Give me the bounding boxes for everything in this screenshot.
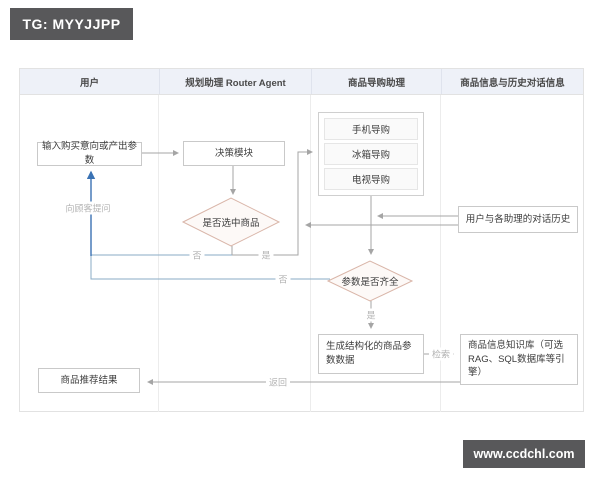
edge-label-search: 检索: [428, 347, 454, 361]
node-phone-guide: 手机导购: [324, 118, 418, 140]
edge-label-yes-select: 是: [258, 248, 274, 262]
edge-label-return: 返回: [265, 375, 291, 389]
node-gen-params: 生成结构化的商品参数数据: [318, 334, 424, 374]
lane-header-router-agent: 规划助理 Router Agent: [159, 69, 311, 94]
lane-divider: [310, 95, 311, 412]
node-tv-guide: 电视导购: [324, 168, 418, 190]
node-decision-module: 决策模块: [183, 141, 285, 166]
node-dialogue-history: 用户与各助理的对话历史: [458, 206, 578, 233]
diamond-params-check: [326, 260, 414, 302]
site-badge: www.ccdchl.com: [463, 440, 585, 468]
diamond-select-check: [181, 197, 281, 247]
tg-badge: TG: MYYJJPP: [10, 8, 133, 40]
edge-label-no-params: 否: [275, 272, 291, 286]
diamond-label-select-check: 是否选中商品: [202, 218, 260, 229]
diamond-label-params-check: 参数是否齐全: [341, 277, 399, 288]
node-user-input: 输入购买意向或产出参数: [37, 141, 142, 166]
lane-header-info-history: 商品信息与历史对话信息: [441, 69, 583, 94]
node-guides-container: 手机导购 冰箱导购 电视导购: [318, 112, 424, 196]
node-knowledge-base: 商品信息知识库（可选RAG、SQL数据库等引擎）: [460, 334, 578, 385]
lane-divider: [440, 95, 441, 412]
lane-header-guide-assistant: 商品导购助理: [311, 69, 441, 94]
lane-header-user: 用户: [79, 77, 99, 89]
node-fridge-guide: 冰箱导购: [324, 143, 418, 165]
edge-label-ask-customer: 向顾客提问: [62, 201, 114, 215]
lane-header-row: 用户 规划助理 Router Agent 商品导购助理 商品信息与历史对话信息: [19, 68, 584, 95]
edge-no-params-feedback: [90, 255, 330, 280]
node-result: 商品推荐结果: [38, 368, 140, 393]
edge-label-no-select: 否: [189, 248, 205, 262]
edge-label-yes-params: 是: [363, 308, 379, 322]
lane-divider: [158, 95, 159, 412]
